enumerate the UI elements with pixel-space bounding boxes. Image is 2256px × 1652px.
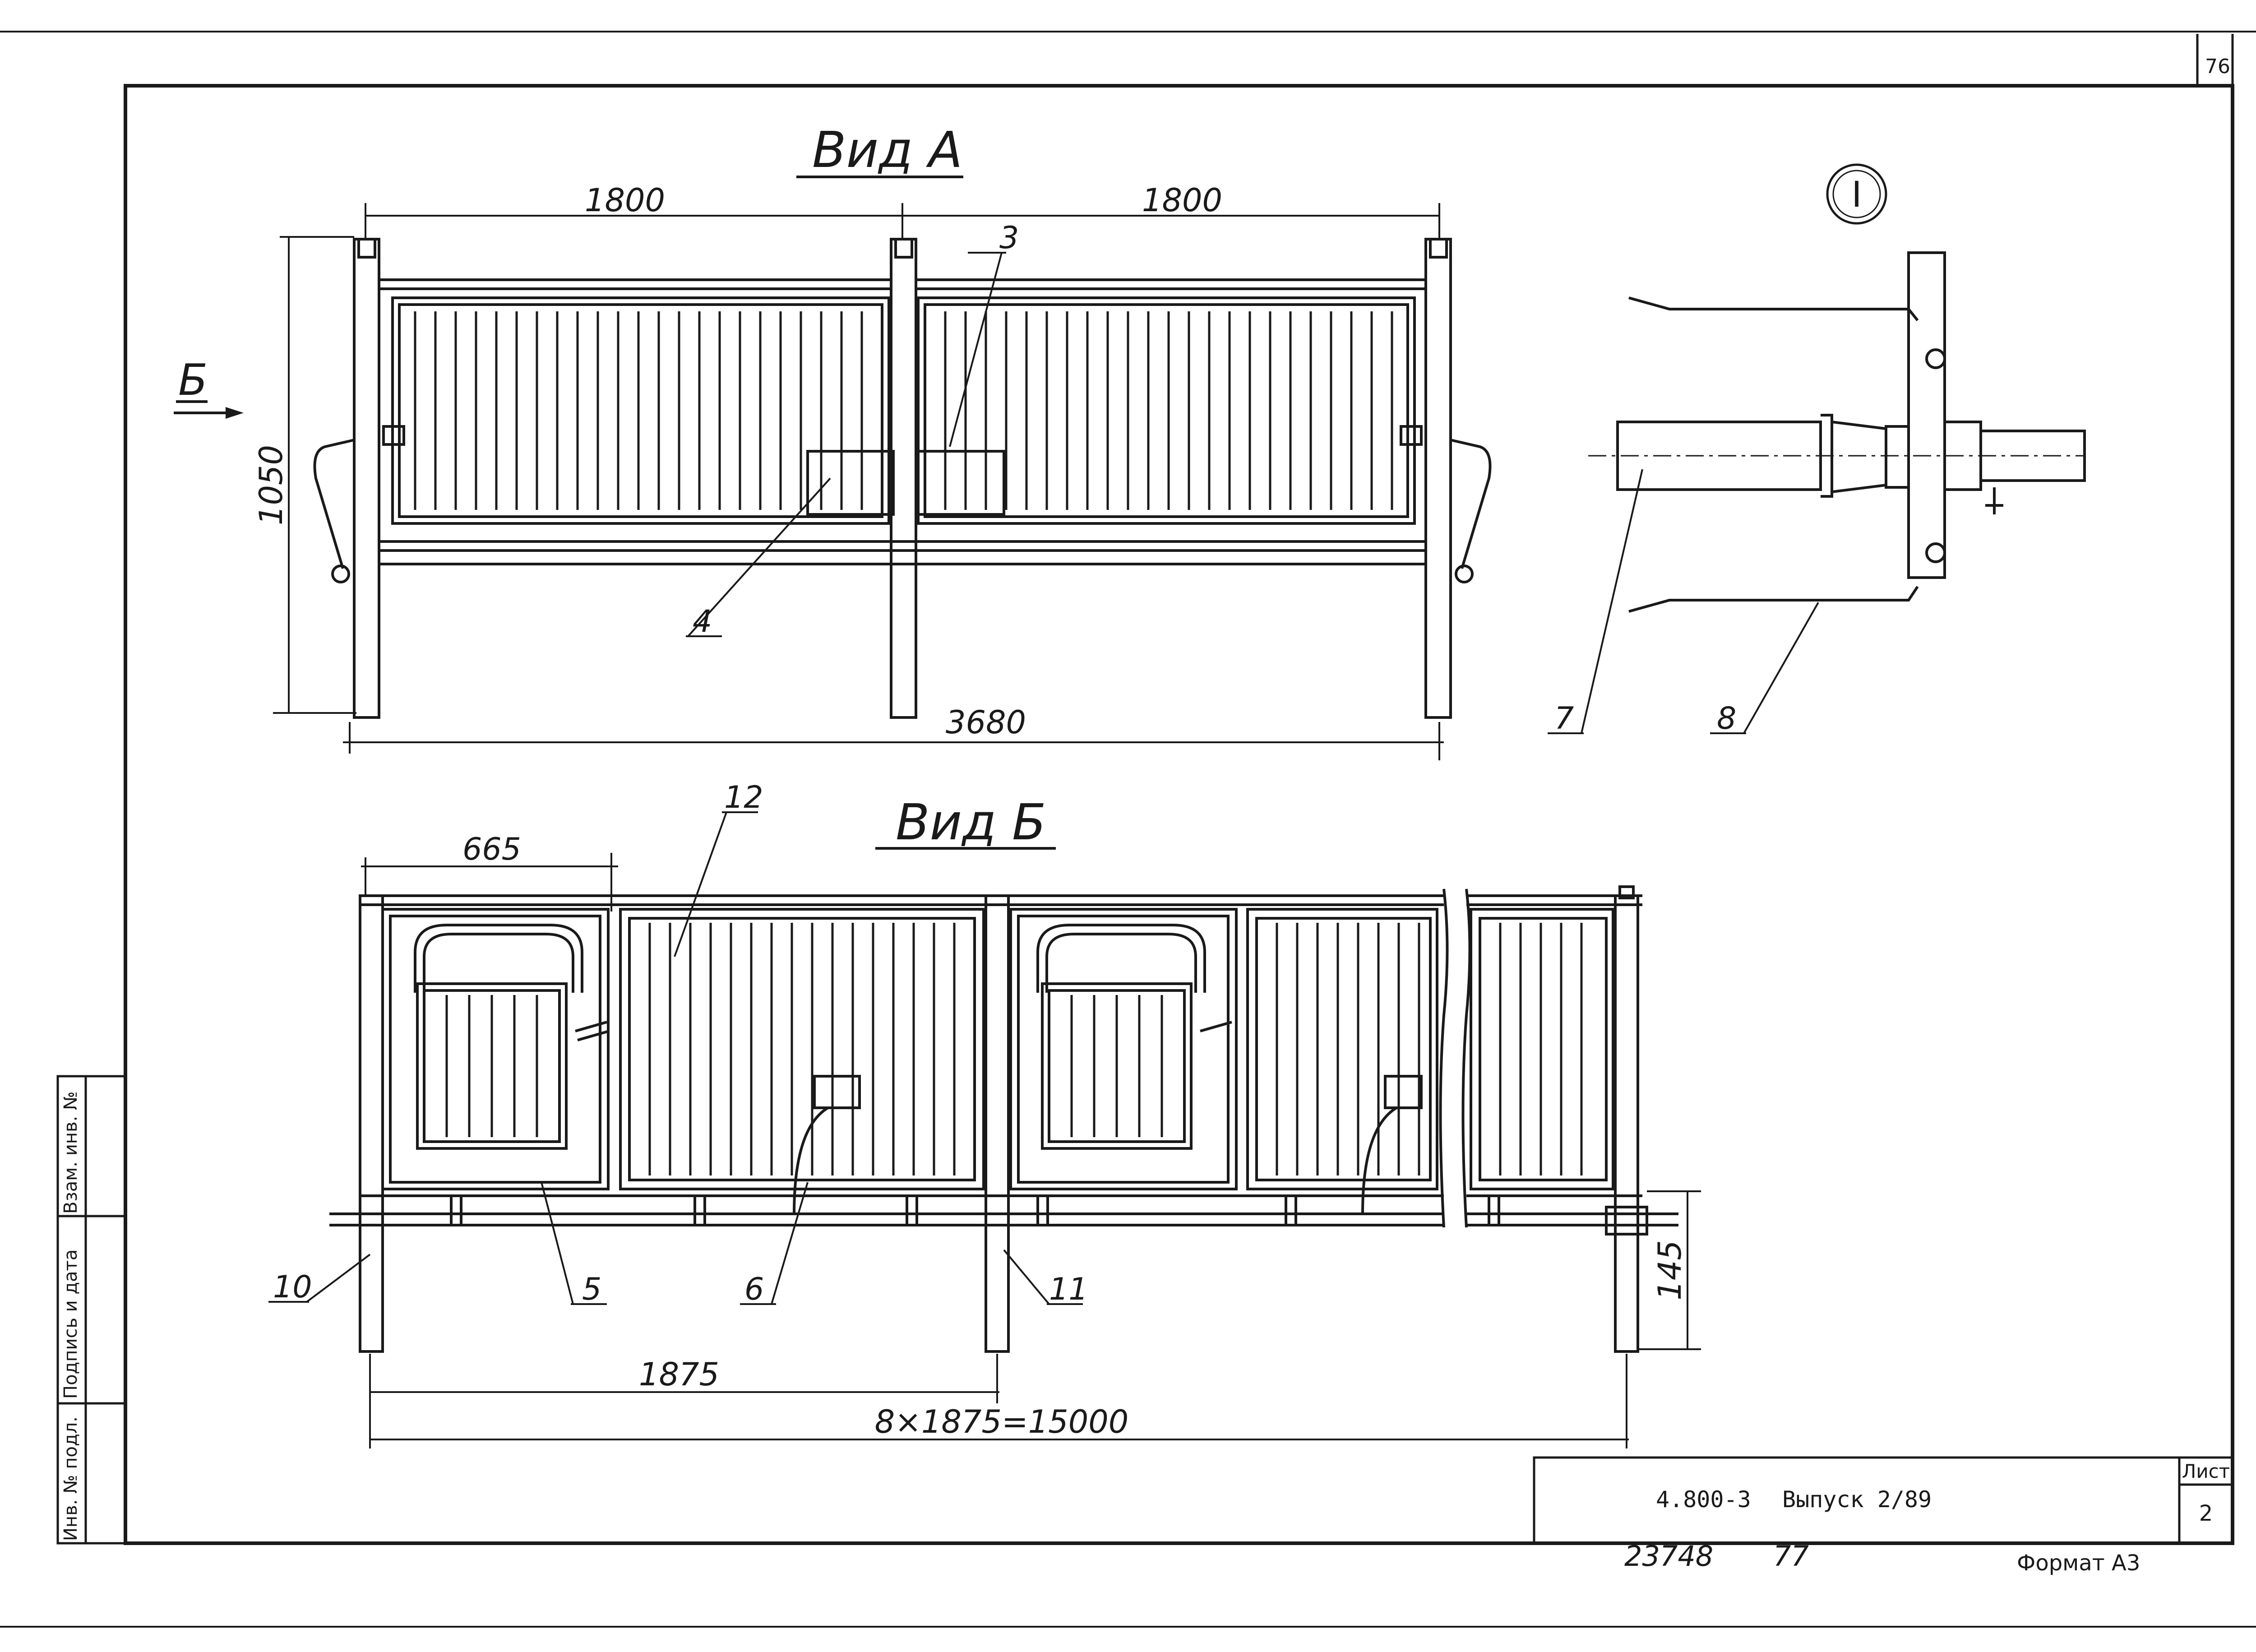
view-a-leaders [686,252,1006,637]
callout-6: 6 [744,1272,764,1307]
detail-i-leaders [1548,469,1819,734]
detail-i: I 7 8 [1548,163,2086,736]
issue: Выпуск 2/89 [1782,1486,1932,1513]
stamp-vzam: Взам. инв. № [60,1091,81,1214]
detail-i-label: I [1851,175,1862,215]
view-b-title: Вид Б [896,793,1046,851]
section-arrow-b [174,407,244,419]
view-b-bars [445,923,1583,1175]
view-b-frame [329,885,1678,1353]
callout-4: 4 [693,604,712,639]
view-a-frame [313,238,1492,719]
view-a-bars-right [944,311,1393,510]
stamp-inv-podl: Инв. № подл. [60,1416,81,1541]
dim-b-gate-width: 665 [462,832,521,867]
view-a: Вид А Б [174,121,1492,760]
sheet-frame [0,31,2256,1628]
dim-a-total: 3680 [946,704,1026,741]
view-a-title: Вид А [812,121,962,179]
sheet-label: Лист [2182,1460,2230,1482]
dim-b-post-spacing: 1875 [639,1356,719,1393]
dim-a-span-right: 1800 [1142,182,1222,219]
sheet-number: 2 [2199,1501,2213,1526]
callout-10: 10 [273,1269,312,1305]
title-block: 4.800-3 Выпуск 2/89 Лист 2 [1533,1456,2234,1545]
callout-7: 7 [1554,701,1574,736]
view-a-dimensions [273,203,1444,760]
view-a-bars-left [414,311,863,510]
dim-b-height: 145 [1651,1240,1688,1300]
format-label: Формат А3 [2017,1550,2140,1576]
callout-8: 8 [1717,701,1736,736]
dim-b-total: 8×1875=15000 [875,1403,1129,1440]
detail-i-parts [1616,251,2086,613]
dim-a-height: 1050 [253,445,290,525]
detail-i-marker [1826,163,1887,225]
callout-11: 11 [1049,1272,1088,1307]
section-arrow-b-label: Б [178,356,208,405]
stamp-podpis: Подпись и дата [60,1249,81,1399]
view-b-dimensions [361,853,1701,1448]
view-b-leaders [268,811,1083,1305]
callout-3: 3 [999,220,1019,256]
view-b: Вид Б [268,780,1701,1448]
side-stamp: Инв. № подл. Подпись и дата Взам. инв. № [56,1075,127,1545]
page-number: 76 [2205,55,2230,78]
page-ref: 77 [1773,1540,1809,1573]
dim-a-span-left: 1800 [585,182,665,219]
callout-12: 12 [724,780,763,815]
doc-number: 23748 [1624,1540,1713,1573]
designation: 4.800-3 [1656,1486,1751,1513]
callout-5: 5 [582,1272,601,1307]
